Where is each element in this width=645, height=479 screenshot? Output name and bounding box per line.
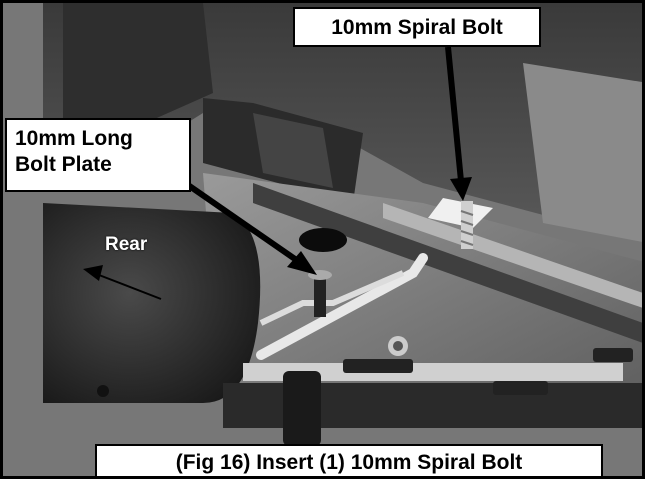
long-bolt bbox=[314, 275, 326, 317]
spiral-bolt-arrow bbox=[445, 46, 464, 182]
undercarriage-photo bbox=[3, 3, 642, 476]
long-bolt-label-line1: 10mm Long bbox=[15, 127, 133, 150]
long-bolt-arrow bbox=[186, 182, 297, 262]
long-bolt-plate-label: 10mm Long Bolt Plate bbox=[5, 118, 191, 192]
access-hole bbox=[299, 228, 347, 252]
figure-caption: (Fig 16) Insert (1) 10mm Spiral Bolt bbox=[95, 444, 603, 476]
rear-label: Rear bbox=[105, 234, 148, 255]
sealant-bead bbox=[256, 253, 428, 360]
long-bolt-label-line2: Bolt Plate bbox=[15, 153, 112, 176]
spiral-bolt-label: 10mm Spiral Bolt bbox=[293, 7, 541, 47]
fuel-tank bbox=[43, 203, 261, 403]
rear-arrow bbox=[98, 274, 162, 300]
